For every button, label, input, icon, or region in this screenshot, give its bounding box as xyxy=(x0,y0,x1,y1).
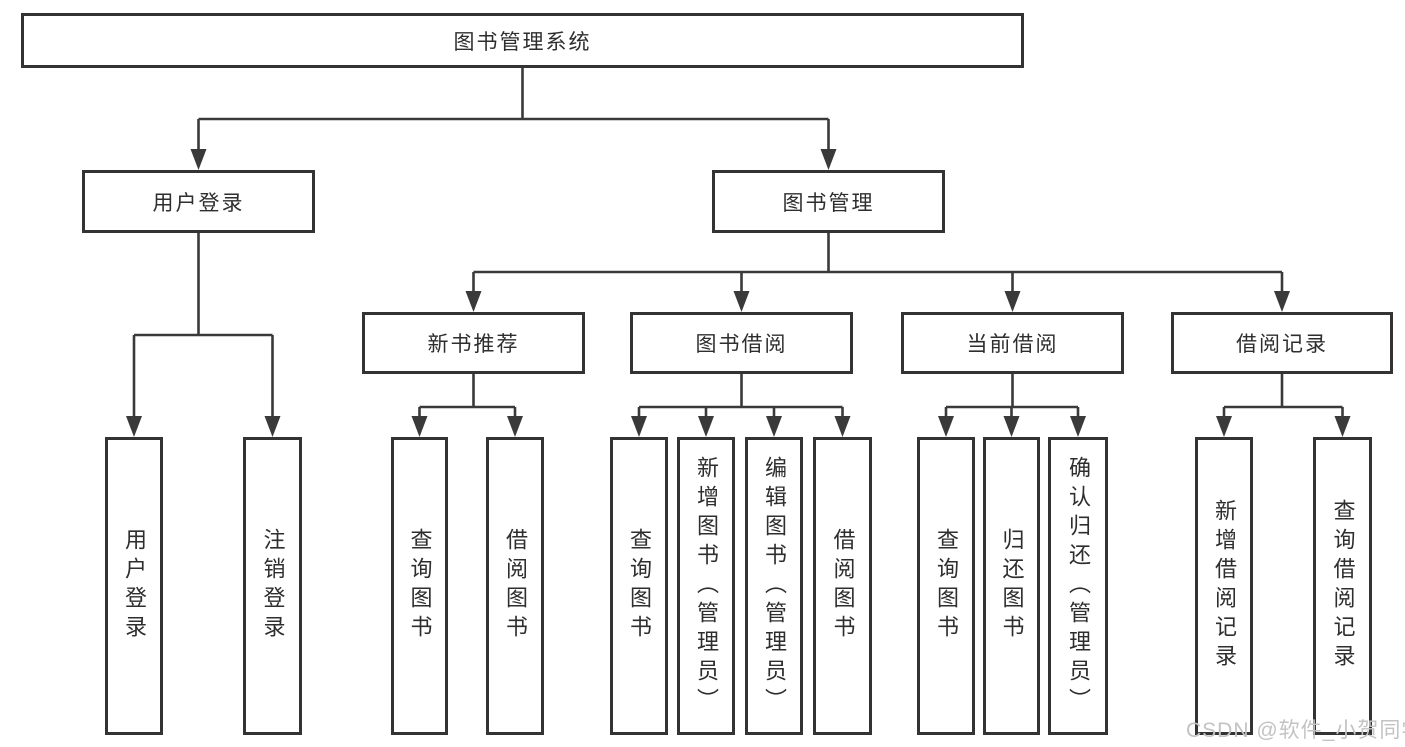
leaf-current-confirm-return-admin: 确认归还（管理员） xyxy=(1048,437,1108,735)
arrow-down-icon xyxy=(190,149,207,170)
node-borrowing-records-label: 借阅记录 xyxy=(1236,333,1328,356)
watermark: CSDN @软件_小贺同学 xyxy=(1186,719,1405,742)
leaf-newrec-query-book-label: 查询图书 xyxy=(407,528,433,644)
arrow-down-icon xyxy=(938,416,954,437)
leaf-current-query-book-label: 查询图书 xyxy=(934,528,959,644)
leaf-newrec-borrow-book-label: 借阅图书 xyxy=(503,528,528,644)
node-borrowing-records: 借阅记录 xyxy=(1171,312,1393,374)
arrow-down-icon xyxy=(1216,416,1232,437)
leaf-newrec-borrow-book: 借阅图书 xyxy=(486,437,544,735)
node-book-borrowing: 图书借阅 xyxy=(630,312,853,374)
connector-user-login-split xyxy=(132,233,274,418)
leaf-records-add-borrow-record: 新增借阅记录 xyxy=(1195,437,1253,735)
arrow-down-icon xyxy=(631,416,647,437)
arrow-down-icon xyxy=(126,416,142,437)
leaf-newrec-query-book: 查询图书 xyxy=(391,437,448,735)
leaf-borrow-add-book-admin: 新增图书（管理员） xyxy=(677,437,735,735)
node-new-book-recommend: 新书推荐 xyxy=(362,312,585,374)
arrow-down-icon xyxy=(733,291,750,312)
leaf-user-login: 用户登录 xyxy=(105,437,163,735)
leaf-current-return-book: 归还图书 xyxy=(983,437,1040,735)
leaf-borrow-edit-book-admin-label: 编辑图书（管理员） xyxy=(762,455,787,717)
arrow-down-icon xyxy=(820,149,837,170)
leaf-borrow-edit-book-admin: 编辑图书（管理员） xyxy=(745,437,803,735)
arrow-down-icon xyxy=(766,416,782,437)
arrow-down-icon xyxy=(264,416,281,437)
leaf-records-query-borrow-record-label: 查询借阅记录 xyxy=(1330,499,1356,673)
leaf-borrow-query-book-label: 查询图书 xyxy=(627,528,652,644)
leaf-borrow-add-book-admin-label: 新增图书（管理员） xyxy=(694,455,719,717)
node-current-borrowing-label: 当前借阅 xyxy=(966,333,1059,356)
leaf-borrow-query-book: 查询图书 xyxy=(610,437,668,735)
node-book-management-label: 图书管理 xyxy=(782,191,875,215)
arrow-down-icon xyxy=(507,416,523,437)
node-current-borrowing: 当前借阅 xyxy=(901,312,1124,374)
leaf-logout: 注销登录 xyxy=(243,437,302,735)
node-book-management: 图书管理 xyxy=(712,170,945,233)
arrow-down-icon xyxy=(1274,291,1290,312)
connector-records-split xyxy=(1222,374,1344,418)
leaf-borrow-borrow-book: 借阅图书 xyxy=(813,437,872,735)
connector-book-borrow-split xyxy=(637,374,844,418)
node-new-book-recommend-label: 新书推荐 xyxy=(427,333,520,356)
node-book-borrowing-label: 图书借阅 xyxy=(695,333,788,356)
leaf-records-query-borrow-record: 查询借阅记录 xyxy=(1313,437,1372,735)
leaf-logout-label: 注销登录 xyxy=(260,528,286,644)
node-root-label: 图书管理系统 xyxy=(453,30,592,54)
node-user-login-label: 用户登录 xyxy=(152,191,245,215)
leaf-borrow-borrow-book-label: 借阅图书 xyxy=(830,528,856,644)
arrow-down-icon xyxy=(1334,416,1351,437)
leaf-current-confirm-return-admin-label: 确认归还（管理员） xyxy=(1066,455,1091,717)
arrow-down-icon xyxy=(698,416,714,437)
connector-new-book-split xyxy=(418,374,517,418)
arrow-down-icon xyxy=(1004,291,1021,312)
arrow-down-icon xyxy=(1070,416,1086,437)
arrow-down-icon xyxy=(1003,416,1020,437)
connector-current-borrow-split xyxy=(944,374,1080,418)
leaf-records-add-borrow-record-label: 新增借阅记录 xyxy=(1212,499,1237,673)
node-user-login: 用户登录 xyxy=(82,170,315,233)
node-root: 图书管理系统 xyxy=(21,13,1024,68)
arrow-down-icon xyxy=(834,416,851,437)
connector-root-split xyxy=(197,68,830,151)
leaf-current-query-book: 查询图书 xyxy=(917,437,975,735)
leaf-current-return-book-label: 归还图书 xyxy=(999,528,1025,644)
arrow-down-icon xyxy=(465,291,482,312)
leaf-user-login-label: 用户登录 xyxy=(122,528,147,644)
arrow-down-icon xyxy=(411,416,428,437)
arrowhead-icons xyxy=(126,149,1351,437)
connector-book-management-split xyxy=(472,233,1284,293)
